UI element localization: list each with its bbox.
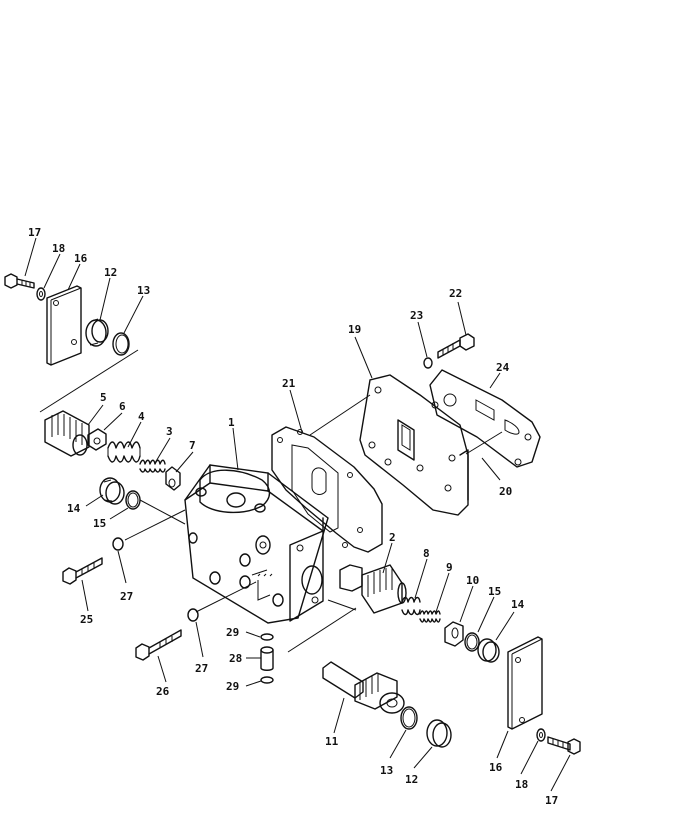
callout-15-right: 15 xyxy=(488,585,501,598)
callout-29-lower: 29 xyxy=(226,680,239,693)
spring-3 xyxy=(139,459,166,473)
pin-28 xyxy=(260,646,274,671)
assembly-axis-lines xyxy=(39,349,503,653)
callout-20: 20 xyxy=(499,485,512,498)
cover-19 xyxy=(359,374,469,516)
callout-19: 19 xyxy=(348,323,361,336)
callout-14-left: 14 xyxy=(67,502,81,515)
callout-9: 9 xyxy=(446,561,453,574)
callout-28: 28 xyxy=(229,652,242,665)
callout-12-top: 12 xyxy=(104,266,117,279)
bolt-25 xyxy=(62,557,103,585)
plate-16-top xyxy=(46,285,82,366)
callout-labels: 17 18 16 12 13 5 6 4 3 7 1 14 15 27 25 2… xyxy=(28,226,558,807)
callout-4: 4 xyxy=(138,410,145,423)
o-ring-13-top xyxy=(112,332,130,356)
plug-12-top xyxy=(85,318,109,347)
callout-27-lower: 27 xyxy=(195,662,208,675)
callout-2: 2 xyxy=(389,531,396,544)
spool-2 xyxy=(339,564,407,614)
valve-body-1 xyxy=(184,464,329,624)
callout-18-top: 18 xyxy=(52,242,65,255)
callout-7: 7 xyxy=(189,439,196,452)
spool-11 xyxy=(322,661,405,714)
leader-lines xyxy=(24,237,571,792)
spring-9 xyxy=(419,610,441,623)
washer-18-bottom xyxy=(536,728,546,742)
callout-12-bottom: 12 xyxy=(405,773,418,786)
callout-15-left: 15 xyxy=(93,517,106,530)
o-ring-15-left xyxy=(125,490,141,510)
callout-1: 1 xyxy=(228,416,235,429)
plate-16-bottom xyxy=(507,636,543,730)
callout-26: 26 xyxy=(156,685,170,698)
o-ring-29-lower xyxy=(260,676,274,684)
bolt-17-top xyxy=(4,273,35,289)
washer-27-upper xyxy=(112,537,124,551)
washer-23 xyxy=(423,357,433,369)
callout-10: 10 xyxy=(466,574,479,587)
callout-18-bottom: 18 xyxy=(515,778,528,791)
callout-17-top: 17 xyxy=(28,226,41,239)
o-ring-29-upper xyxy=(260,633,274,641)
callout-27-upper: 27 xyxy=(120,590,133,603)
callout-8: 8 xyxy=(423,547,430,560)
bolt-22 xyxy=(437,333,475,359)
washer-18-top xyxy=(36,287,46,301)
callout-13-top: 13 xyxy=(137,284,150,297)
plug-14-left xyxy=(99,477,125,505)
o-ring-15-right xyxy=(464,632,480,652)
o-ring-13-bottom xyxy=(400,706,418,730)
retainer-10 xyxy=(444,621,464,647)
callout-25: 25 xyxy=(80,613,93,626)
bolt-17-bottom xyxy=(547,736,581,755)
callout-5: 5 xyxy=(100,391,107,404)
callout-11: 11 xyxy=(325,735,339,748)
bolt-26 xyxy=(135,629,182,661)
plug-12-bottom xyxy=(426,719,452,748)
spring-8 xyxy=(401,596,421,616)
callout-17-bottom: 17 xyxy=(545,794,558,807)
plug-14-right xyxy=(477,638,500,663)
callout-23: 23 xyxy=(410,309,423,322)
washer-6 xyxy=(87,428,107,451)
callout-29-upper: 29 xyxy=(226,626,239,639)
spring-4 xyxy=(107,441,141,463)
callout-22: 22 xyxy=(449,287,462,300)
spring-5 xyxy=(44,410,90,457)
callout-6: 6 xyxy=(119,400,126,413)
retainer-7 xyxy=(165,466,181,491)
callout-21: 21 xyxy=(282,377,296,390)
callout-3: 3 xyxy=(166,425,173,438)
washer-27-lower xyxy=(187,608,199,622)
callout-24: 24 xyxy=(496,361,510,374)
gasket-21 xyxy=(271,426,383,553)
plate-24 xyxy=(429,369,541,468)
callout-16-bottom: 16 xyxy=(489,761,503,774)
callout-16-top: 16 xyxy=(74,252,88,265)
callout-14-right: 14 xyxy=(511,598,525,611)
callout-13-bottom: 13 xyxy=(380,764,393,777)
